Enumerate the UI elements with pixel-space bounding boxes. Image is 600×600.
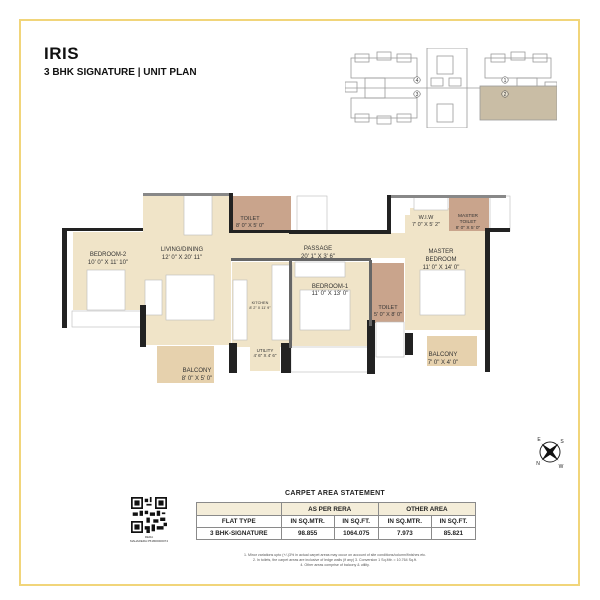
utility-size: 4' 6" X 4' 6" [254, 353, 277, 358]
other-sqft-cell: 85.821 [430, 527, 477, 540]
blank-header-cell [196, 502, 282, 516]
column-header: FLAT TYPE [196, 515, 282, 528]
bedroom2-size: 10' 0" X 11' 10" [88, 260, 128, 266]
page-frame [19, 19, 580, 586]
project-title: IRIS [44, 44, 80, 63]
living-label: LIVING/DINING [161, 247, 204, 253]
bedroom1-size: 11' 0" X 13' 0" [312, 291, 349, 297]
other-sqmtr-cell: 7.973 [377, 527, 432, 540]
unit-marker-2: 2 [504, 92, 507, 98]
wiw-label: W.I.W [419, 215, 434, 221]
master-toilet-label-1: MASTER [458, 213, 479, 219]
carpet-area-table: AS PER RERA OTHER AREA FLAT TYPE IN SQ.M… [196, 502, 477, 540]
bedroom1-label: BEDROOM-1 [312, 284, 349, 290]
qr-code[interactable] [131, 497, 167, 533]
column-header: IN SQ.MTR. [377, 515, 432, 528]
carpet-area-title: CARPET AREA STATEMENT [284, 490, 386, 497]
unit-marker-4: 4 [416, 78, 419, 84]
svg-text:N: N [536, 461, 540, 467]
kitchen-label: KITCHEN [252, 301, 269, 305]
table-row: 3 BHK-SIGNATURE 98.855 1064.075 7.973 85… [196, 527, 477, 540]
svg-text:S: S [560, 439, 564, 445]
master-bedroom-label-2: BEDROOM [425, 257, 456, 263]
master-bedroom-size: 11' 0" X 14' 0" [423, 265, 460, 271]
highlighted-unit [479, 85, 557, 121]
other-area-header: OTHER AREA [377, 502, 477, 516]
toilet2-label: TOILET [378, 305, 398, 311]
unit-marker-1: 1 [504, 78, 507, 84]
balcony2-label: BALCONY [429, 352, 458, 358]
rera-sqft-cell: 1064.075 [333, 527, 379, 540]
wiw-size: 7' 0" X 5' 2" [412, 222, 440, 228]
key-plan: 4 3 1 2 [345, 48, 557, 128]
balcony1-label: BALCONY [183, 368, 212, 374]
master-toilet-label-2: TOILET [460, 219, 477, 225]
footnote-1: 1. Minor variations upto (+/-)3% in actu… [243, 553, 427, 557]
balcony2-size: 7' 0" X 4' 0" [428, 360, 459, 366]
passage-label: PASSAGE [304, 246, 332, 252]
column-header: IN SQ.FT. [333, 515, 379, 528]
unit-marker-3: 3 [416, 92, 419, 98]
rera-caption: RERA MAHARERA P51800000074 [129, 535, 169, 543]
toilet1-size: 8' 0" X 5' 0" [236, 223, 264, 229]
balcony1-size: 8' 0" X 5' 0" [182, 376, 213, 382]
kitchen-size: 8' 2" X 11' 9" [249, 306, 271, 310]
footnotes: 1. Minor variations upto (+/-)3% in actu… [190, 553, 480, 568]
compass-icon: E S N W [536, 437, 564, 470]
svg-text:E: E [537, 437, 541, 443]
living-size: 12' 0" X 20' 11" [162, 255, 202, 261]
toilet2-size: 5' 0" X 8' 0" [374, 312, 402, 318]
rera-sqmtr-cell: 98.855 [280, 527, 335, 540]
utility-label: UTILITY [257, 348, 274, 353]
footnote-2: 2. In toilets, the carpet areas are incl… [252, 558, 418, 562]
column-header: IN SQ.FT. [430, 515, 477, 528]
column-header: IN SQ.MTR. [280, 515, 335, 528]
plan-subtitle: 3 BHK SIGNATURE | UNIT PLAN [44, 67, 197, 78]
toilet1-label: TOILET [240, 216, 260, 222]
master-bedroom-label-1: MASTER [428, 249, 454, 255]
svg-text:W: W [559, 464, 564, 470]
bedroom2-label: BEDROOM-2 [90, 252, 127, 258]
flat-type-cell: 3 BHK-SIGNATURE [196, 527, 282, 540]
footnote-3: 4. Other areas comprise of balcony & uti… [300, 563, 370, 567]
master-toilet-size: 8' 0" X 5' 0" [456, 225, 481, 231]
as-per-rera-header: AS PER RERA [280, 502, 379, 516]
passage-size: 20' 1" X 3' 6" [301, 254, 335, 260]
